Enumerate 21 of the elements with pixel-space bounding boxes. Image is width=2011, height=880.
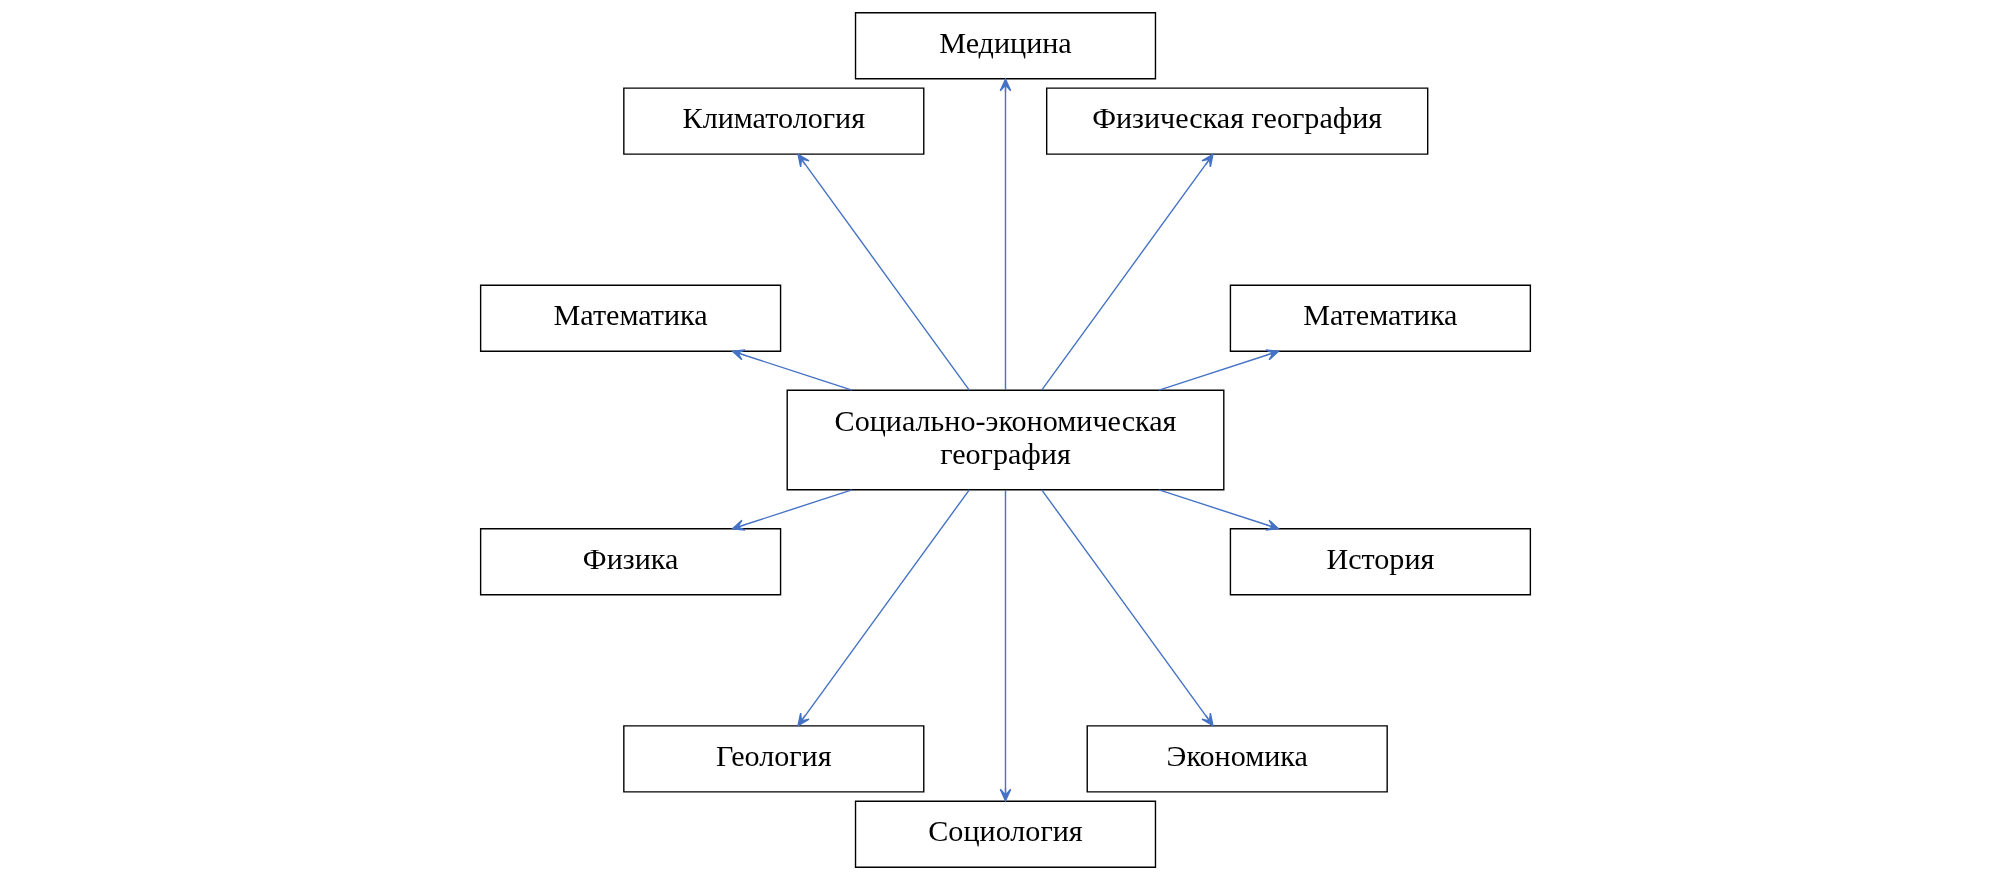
arrow <box>731 489 853 531</box>
arrow <box>999 78 1012 391</box>
node-box: Медицина <box>854 12 1157 80</box>
node-box: Физика <box>479 528 782 596</box>
arrow <box>1158 349 1280 391</box>
arrow <box>1041 153 1214 391</box>
arrow <box>1041 489 1214 727</box>
node-box: Социология <box>854 800 1157 868</box>
node-box: Климатология <box>623 87 925 155</box>
node-box: Математика <box>479 284 782 352</box>
node-box: Экономика <box>1086 725 1388 793</box>
arrow <box>731 349 853 391</box>
arrow <box>797 153 970 391</box>
node-box: История <box>1229 528 1532 596</box>
node-box: Математика <box>1229 284 1532 352</box>
node-box: Социально-экономическая география <box>786 389 1225 491</box>
node-box: Геология <box>623 725 925 793</box>
node-box: Физическая география <box>1046 87 1429 155</box>
arrow <box>999 489 1012 802</box>
arrow <box>797 489 970 727</box>
arrow <box>1158 489 1280 531</box>
